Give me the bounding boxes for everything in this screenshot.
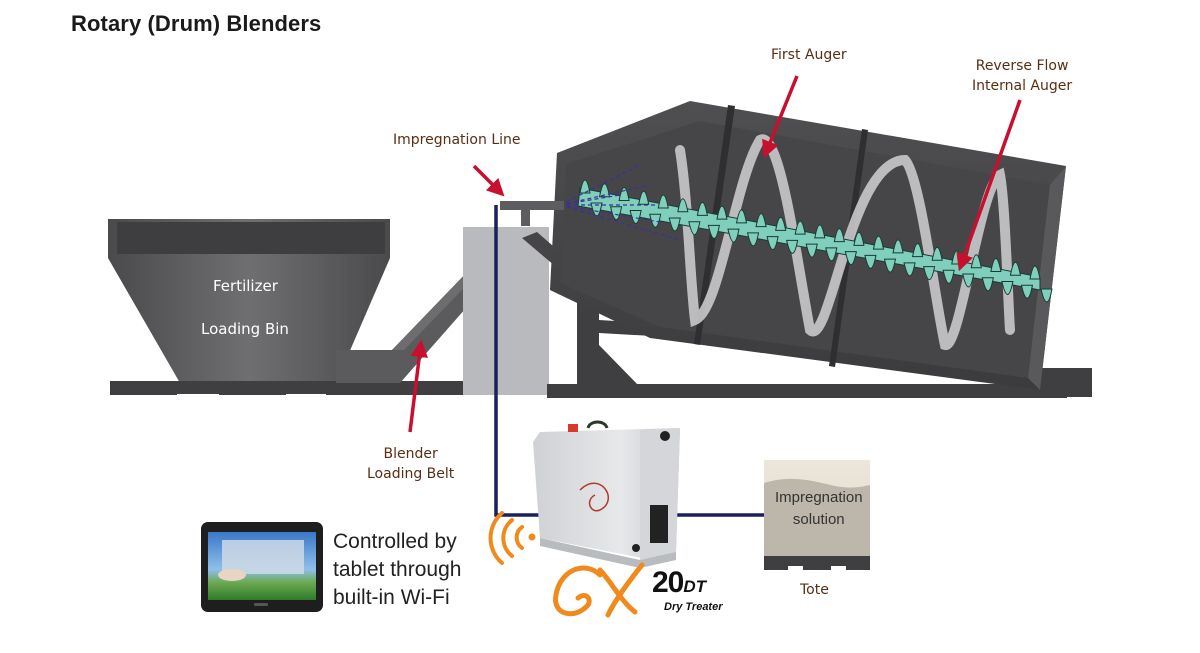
arrow-first-auger xyxy=(762,75,799,159)
auger-flight xyxy=(618,186,630,201)
auger-flight xyxy=(844,251,857,266)
label-tote: Tote xyxy=(800,582,829,598)
tablet-device xyxy=(201,522,323,612)
auger-flight xyxy=(629,209,642,224)
auger-flight xyxy=(903,262,916,277)
label-impregnation-line: Impregnation Line xyxy=(393,132,521,148)
auger-flight xyxy=(864,254,877,269)
auger-flight xyxy=(1040,288,1053,303)
auger-flight xyxy=(786,239,799,254)
wifi-signal-icon xyxy=(488,511,536,565)
auger-flight xyxy=(1001,281,1014,296)
tablet-caption-line3: built-in Wi-Fi xyxy=(333,586,450,609)
arrow-reverse-flow xyxy=(956,99,1022,272)
bin-label-line1: Fertilizer xyxy=(213,277,278,295)
auger-flight xyxy=(735,209,748,224)
label-blender-loading-belt: Blender Loading Belt xyxy=(367,444,454,484)
auger-flight xyxy=(707,224,720,239)
auger-flight xyxy=(805,243,818,258)
auger-flight xyxy=(912,243,924,258)
auger-flight xyxy=(962,273,975,288)
auger-flight xyxy=(677,198,689,213)
tote-contents-line1: Impregnation xyxy=(775,489,863,506)
product-subtitle: Dry Treater xyxy=(664,601,723,613)
auger-flight xyxy=(981,277,994,292)
page-title: Rotary (Drum) Blenders xyxy=(71,11,322,36)
auger-flight xyxy=(814,224,826,239)
auger-flight xyxy=(922,266,936,281)
auger-flight xyxy=(942,269,955,284)
model-number: 20 xyxy=(652,566,684,599)
model-suffix: DT xyxy=(683,577,707,596)
tote-contents-label: Impregnation solution xyxy=(775,487,863,531)
auger-flight xyxy=(1009,261,1022,276)
support-pillar xyxy=(463,227,549,395)
product-model: 20DT xyxy=(652,566,706,600)
auger-flight xyxy=(833,228,845,243)
auger-flight xyxy=(775,216,787,231)
auger-flight xyxy=(794,220,806,235)
arrow-loading-belt xyxy=(408,339,428,433)
label-reverse-flow-line2: Internal Auger xyxy=(972,78,1073,94)
tote xyxy=(764,460,870,570)
auger-flight xyxy=(746,232,760,247)
spray-pattern xyxy=(559,164,681,241)
internal-auger xyxy=(577,179,1053,303)
gx-logo-icon xyxy=(553,562,645,618)
auger-flight xyxy=(727,228,740,243)
auger-flight xyxy=(696,201,708,216)
auger-flight xyxy=(1020,284,1034,299)
label-loading-belt-line2: Loading Belt xyxy=(367,466,455,482)
label-loading-belt-line1: Blender xyxy=(383,446,438,462)
gx20dt-unit xyxy=(533,420,680,568)
auger-flight xyxy=(990,258,1002,273)
tablet-caption-line1: Controlled by xyxy=(333,530,457,553)
auger-flight xyxy=(668,217,681,232)
mixing-flight-ribbon xyxy=(675,134,1015,351)
auger-flight xyxy=(609,206,623,221)
auger-flight xyxy=(1029,265,1041,280)
label-reverse-flow-line1: Reverse Flow xyxy=(975,58,1069,74)
callout-arrows xyxy=(408,75,1022,433)
auger-flight xyxy=(892,239,904,254)
auger-flight xyxy=(755,213,767,228)
auger-flight xyxy=(716,205,728,220)
fertilizer-loading-bin xyxy=(108,219,410,397)
auger-flight xyxy=(872,235,885,250)
arrow-impregnation-line xyxy=(472,164,505,197)
auger-flight xyxy=(931,246,943,261)
tablet-caption: Controlled by tablet through built-in Wi… xyxy=(333,528,461,612)
label-reverse-flow-internal-auger: Reverse Flow Internal Auger xyxy=(972,56,1072,96)
auger-flight xyxy=(638,190,650,205)
auger-flight xyxy=(657,194,669,209)
auger-flight xyxy=(688,221,701,236)
tablet-caption-line2: tablet through xyxy=(333,558,462,581)
bin-label-line2: Loading Bin xyxy=(201,320,289,338)
auger-flight xyxy=(579,179,591,194)
tote-contents-line2: solution xyxy=(792,511,845,528)
auger-flight xyxy=(883,258,897,273)
auger-flight xyxy=(853,231,865,246)
auger-flight xyxy=(766,236,779,251)
auger-flight xyxy=(825,247,838,262)
label-first-auger: First Auger xyxy=(771,47,847,63)
auger-flight xyxy=(649,213,662,228)
